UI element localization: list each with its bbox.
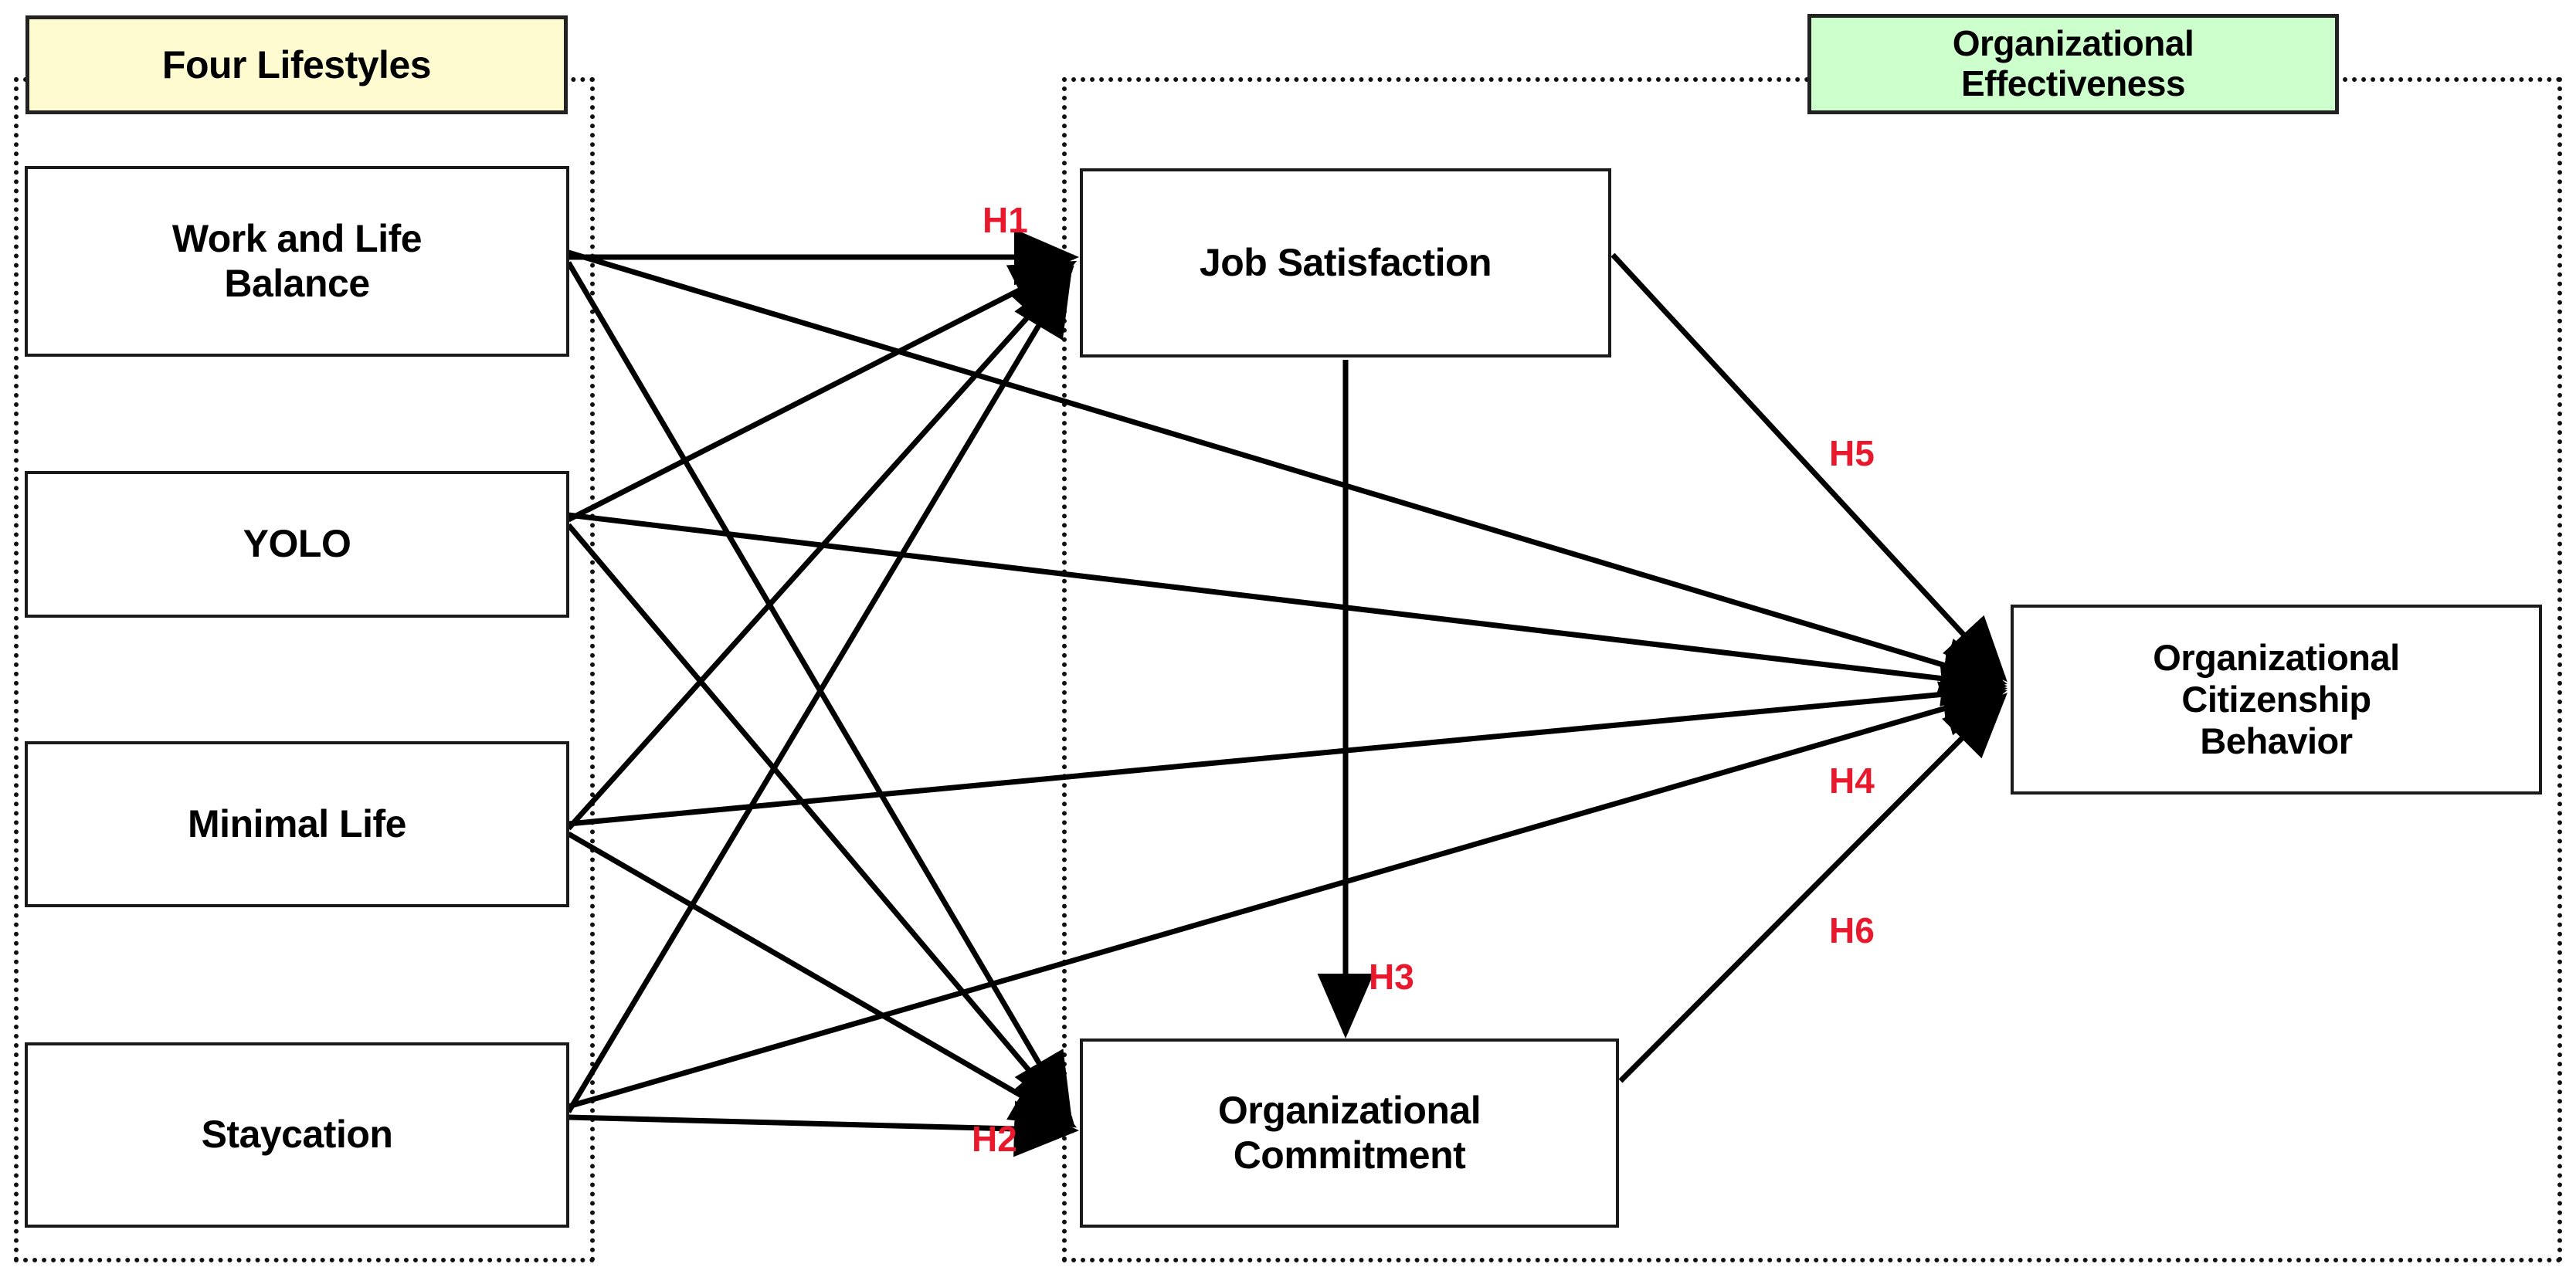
node-yolo-label: YOLO bbox=[243, 522, 351, 566]
arrow-minimal-to-ocb bbox=[568, 666, 2008, 827]
node-job-satisfaction-label: Job Satisfaction bbox=[1199, 240, 1492, 284]
group-title-four-lifestyles: Four Lifestyles bbox=[25, 15, 568, 114]
group-title-oe-line1: Organizational bbox=[1952, 23, 2194, 64]
arrow-yolo-to-job-satisfaction bbox=[567, 260, 1078, 523]
arrow-minimal-to-job-satisfaction bbox=[566, 265, 1074, 831]
hypothesis-label-h4: H4 bbox=[1829, 761, 1875, 801]
node-ocb-line1: Organizational bbox=[2153, 636, 2400, 678]
node-work-and-life-balance[interactable]: Work and Life Balance bbox=[25, 166, 569, 357]
node-minimal-life[interactable]: Minimal Life bbox=[25, 741, 569, 907]
node-yolo[interactable]: YOLO bbox=[25, 471, 569, 618]
node-staycation-label: Staycation bbox=[201, 1113, 393, 1157]
arrow-organizational-commitment-to-ocb bbox=[1618, 693, 2008, 1083]
hypothesis-label-h3: H3 bbox=[1369, 957, 1414, 997]
arrow-staycation-to-ocb bbox=[568, 681, 2008, 1110]
arrow-staycation-to-organizational-commitment bbox=[568, 1100, 1079, 1157]
group-title-oe-line2: Effectiveness bbox=[1960, 63, 2186, 103]
hypothesis-label-h5: H5 bbox=[1829, 433, 1875, 473]
group-title-four-lifestyles-label: Four Lifestyles bbox=[161, 43, 432, 86]
node-work-and-life-balance-line2: Balance bbox=[224, 261, 370, 305]
hypothesis-label-h2: H2 bbox=[972, 1119, 1017, 1159]
group-title-organizational-effectiveness: Organizational Effectiveness bbox=[1807, 14, 2339, 114]
node-organizational-citizenship-behavior[interactable]: Organizational Citizenship Behavior bbox=[2011, 605, 2542, 795]
node-ocb-line2: Citizenship bbox=[2181, 678, 2371, 720]
arrow-yolo-to-organizational-commitment bbox=[566, 523, 1074, 1124]
arrow-yolo-to-ocb bbox=[568, 512, 2008, 707]
arrow-wlb-to-ocb bbox=[567, 249, 2008, 693]
node-organizational-commitment-line1: Organizational bbox=[1217, 1089, 1481, 1132]
arrow-wlb-to-organizational-commitment bbox=[565, 261, 1072, 1120]
node-organizational-commitment[interactable]: Organizational Commitment bbox=[1080, 1039, 1619, 1228]
arrow-job-satisfaction-to-ocb bbox=[1610, 252, 2008, 683]
node-job-satisfaction[interactable]: Job Satisfaction bbox=[1080, 168, 1611, 357]
node-minimal-life-label: Minimal Life bbox=[188, 801, 406, 845]
node-work-and-life-balance-line1: Work and Life bbox=[171, 217, 423, 260]
hypothesis-label-h6: H6 bbox=[1829, 910, 1875, 950]
node-ocb-line3: Behavior bbox=[2200, 720, 2353, 762]
node-staycation[interactable]: Staycation bbox=[25, 1042, 569, 1228]
hypothesis-label-h1: H1 bbox=[983, 200, 1028, 240]
arrow-minimal-to-organizational-commitment bbox=[567, 831, 1078, 1128]
node-organizational-commitment-line2: Commitment bbox=[1233, 1133, 1466, 1177]
